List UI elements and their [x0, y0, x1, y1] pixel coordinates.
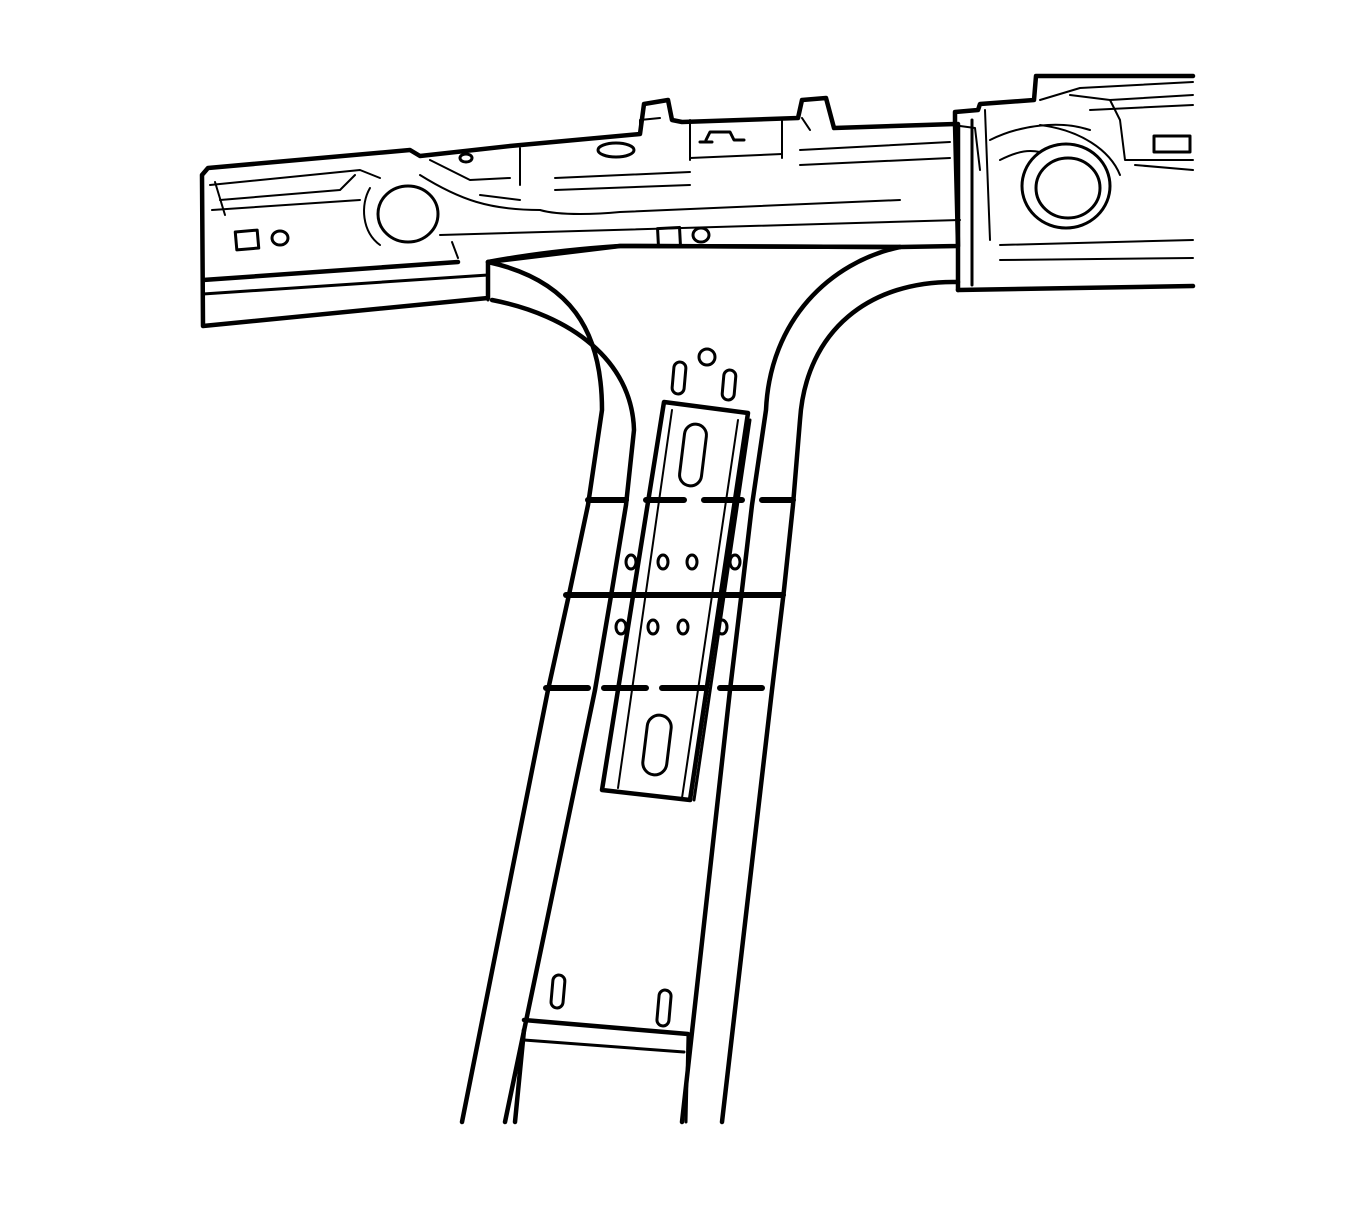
b-pillar-reinforcement — [599, 399, 752, 803]
roof-side-rail-right — [952, 73, 1196, 293]
roof-side-rail-left — [199, 95, 961, 329]
